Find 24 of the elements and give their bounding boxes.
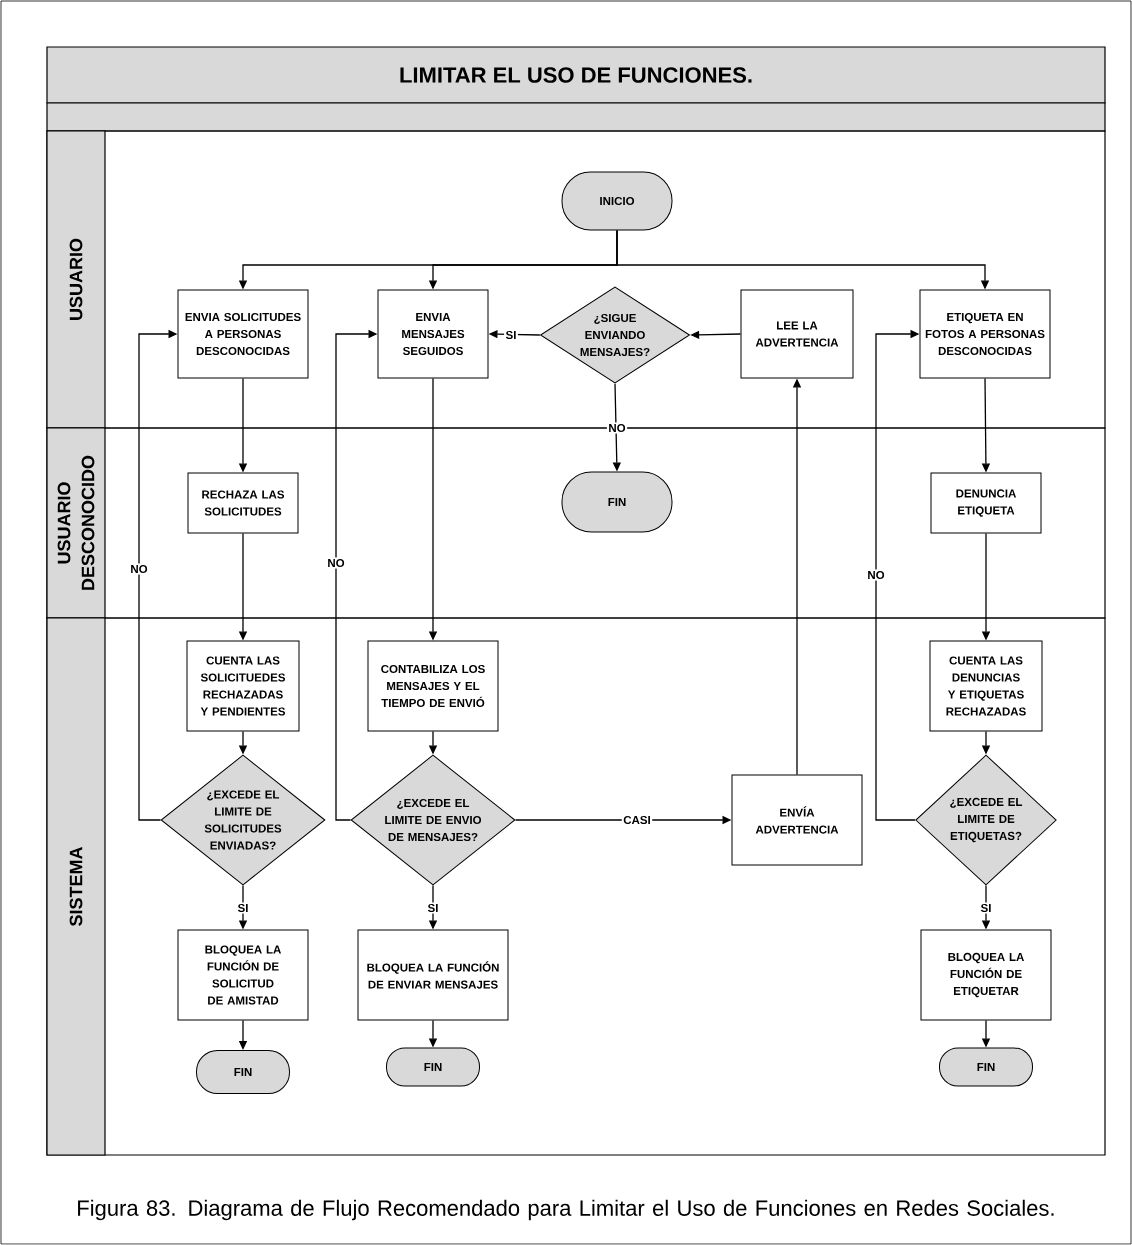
process-box: ENVIA MENSAJES SEGUIDOS [377, 289, 489, 379]
edge-label: SI [979, 902, 993, 914]
edge-label: SI [236, 902, 250, 914]
process-box: DENUNCIA ETIQUETA [930, 472, 1042, 534]
process-box: ETIQUETA EN FOTOS A PERSONAS DESCONOCIDAS [919, 289, 1051, 379]
process-box: BLOQUEA LA FUNCIÓN DE ETIQUETAR [920, 929, 1052, 1021]
edge-label: NO [128, 563, 150, 575]
process-box: RECHAZA LAS SOLICITUDES [187, 472, 299, 534]
edge-label: SI [504, 329, 518, 341]
figure-caption: Figura 83. Diagrama de Flujo Recomendado para Limitar el Uso de Funciones en Redes Sociales. [78, 1199, 1054, 1221]
process-box: CUENTA LAS DENUNCIAS Y ETIQUETAS RECHAZADAS [929, 640, 1043, 732]
title-band: LIMITAR EL USO DE FUNCIONES. [46, 46, 1106, 104]
edge-label: NO [865, 569, 887, 581]
edge-label: SI [426, 902, 440, 914]
process-box: CUENTA LAS SOLICITUEDES RECHAZADAS Y PENDIENTES [186, 640, 300, 732]
edge-label: NO [606, 422, 628, 434]
process-box: BLOQUEA LA FUNCIÓN DE ENVIAR MENSAJES [357, 929, 509, 1021]
process-box: ENVÍA ADVERTENCIA [731, 774, 863, 866]
process-box: ENVIA SOLICITUDES A PERSONAS DESCONOCIDAS [177, 289, 309, 379]
process-box: CONTABILIZA LOS MENSAJES Y EL TIEMPO DE ENVIÓ [367, 640, 499, 732]
edge-label: CASI [621, 814, 653, 826]
process-box: LEE LA ADVERTENCIA [740, 289, 854, 379]
process-box: BLOQUEA LA FUNCIÓN DE SOLICITUD DE AMISTAD [177, 929, 309, 1021]
edge-label: NO [325, 557, 347, 569]
